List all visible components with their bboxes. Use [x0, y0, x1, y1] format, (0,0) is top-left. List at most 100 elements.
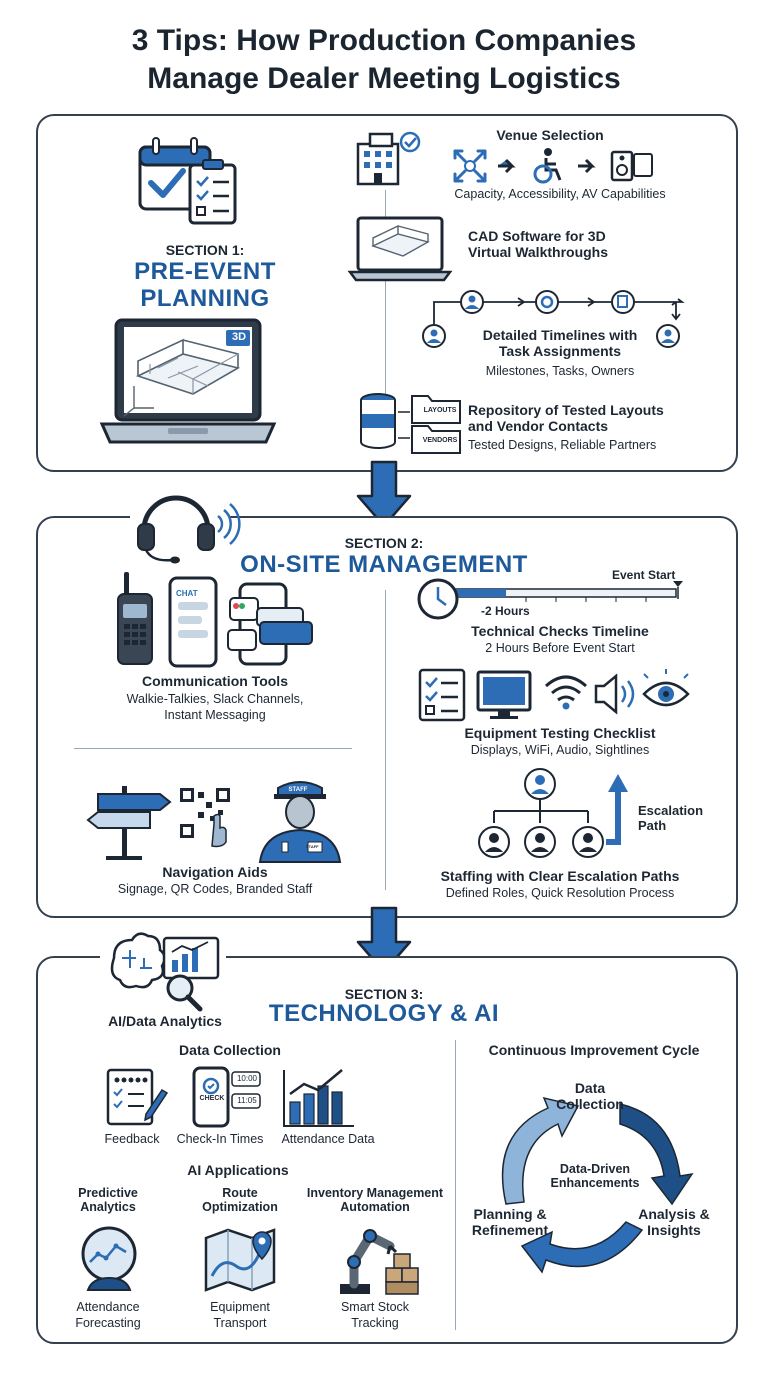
- predictive-sub-line-1: Attendance: [76, 1300, 140, 1314]
- equipment-heading: Equipment Testing Checklist: [464, 725, 656, 741]
- escalation-label: Escalation Path: [638, 803, 703, 833]
- escalation-label-line-1: Escalation: [638, 803, 704, 818]
- repository-heading-line-1: Repository of Tested Layouts: [468, 402, 664, 418]
- communication-sub-line-1: Walkie-Talkies, Slack Channels,: [126, 692, 304, 706]
- building-icon: [356, 131, 421, 186]
- section-2-divider: [385, 590, 386, 890]
- check-in-time-2: 11:05: [237, 1096, 257, 1105]
- cycle-right-line-2: Insights: [647, 1222, 701, 1238]
- communication-heading: Communication Tools: [142, 673, 288, 689]
- timelines-heading-line-1: Detailed Timelines with: [482, 327, 638, 343]
- route-map-icon: [204, 1228, 276, 1292]
- ai-applications-heading: AI Applications: [187, 1162, 289, 1178]
- route-title-line-1: Route: [222, 1186, 258, 1200]
- cycle-top-line-2: Collection: [556, 1096, 624, 1112]
- section-3-divider: [455, 1040, 456, 1330]
- cad-laptop-icon: [347, 216, 453, 282]
- attendance-data-label: Attendance Data: [281, 1132, 375, 1146]
- venue-selection-sub: Capacity, Accessibility, AV Capabilities: [454, 187, 666, 201]
- timelines-sub: Milestones, Tasks, Owners: [485, 364, 635, 378]
- page-title: 3 Tips: How Production Companies Manage …: [0, 22, 768, 98]
- equipment-icons: [418, 668, 690, 722]
- ai-analytics-icon: [100, 928, 226, 1012]
- data-collection-icons: [106, 1066, 354, 1128]
- route-sub-line-2: Transport: [213, 1316, 267, 1330]
- timeline-bar: [417, 578, 683, 620]
- staffing-org-icon: [478, 768, 628, 858]
- cycle-center-line-2: Enhancements: [550, 1176, 640, 1190]
- check-in-time-1: 10:00: [236, 1074, 258, 1083]
- predictive-title: Predictive Analytics: [58, 1186, 158, 1214]
- calendar-icon: [138, 137, 237, 225]
- title-line-2: Manage Dealer Meeting Logistics: [147, 62, 621, 95]
- predictive-title-line-2: Analytics: [80, 1200, 136, 1214]
- section-3-title: TECHNOLOGY & AI: [268, 1000, 500, 1027]
- cycle-left-label: Planning & Refinement: [460, 1206, 560, 1238]
- inventory-sub-line-2: Tracking: [351, 1316, 399, 1330]
- inventory-title-line-2: Automation: [340, 1200, 410, 1214]
- navigation-heading: Navigation Aids: [162, 864, 268, 880]
- shirt-staff-label: STAFF: [306, 844, 319, 849]
- cycle-center-line-1: Data-Driven: [559, 1162, 631, 1176]
- route-sub-line-1: Equipment: [210, 1300, 270, 1314]
- cycle-right-label: Analysis & Insights: [624, 1206, 724, 1238]
- communication-sub-line-2: Instant Messaging: [164, 708, 266, 722]
- cycle-center-label: Data-Driven Enhancements: [530, 1162, 660, 1190]
- feedback-label: Feedback: [104, 1132, 160, 1146]
- repository-sub: Tested Designs, Reliable Partners: [468, 438, 657, 452]
- folder-layouts-label: LAYOUTS: [423, 407, 457, 414]
- section-3-label: SECTION 3:: [344, 986, 424, 1002]
- cad-heading-line-1: CAD Software for 3D: [468, 228, 606, 244]
- route-title-line-2: Optimization: [202, 1200, 278, 1214]
- venue-selection-heading: Venue Selection: [496, 127, 604, 143]
- inventory-sub: Smart Stock Tracking: [320, 1299, 430, 1331]
- section-1-label: SECTION 1:: [165, 242, 245, 258]
- route-sub: Equipment Transport: [190, 1299, 290, 1331]
- cad-heading-line-2: Virtual Walkthroughs: [468, 244, 609, 260]
- communication-sub: Walkie-Talkies, Slack Channels, Instant …: [70, 691, 360, 723]
- cycle-right-line-1: Analysis &: [638, 1206, 710, 1222]
- venue-flow-icons: [453, 148, 653, 184]
- inventory-title: Inventory Management Automation: [298, 1186, 452, 1214]
- section-2-title: ON-SITE MANAGEMENT: [240, 551, 528, 578]
- predictive-sub: Attendance Forecasting: [58, 1299, 158, 1331]
- section-2-panel: [36, 516, 738, 918]
- route-title: Route Optimization: [190, 1186, 290, 1214]
- section-2-label: SECTION 2:: [344, 535, 424, 551]
- cad-heading: CAD Software for 3D Virtual Walkthroughs: [468, 228, 668, 260]
- robot-arm-icon: [340, 1229, 419, 1295]
- phone-check-label: CHECK: [199, 1095, 225, 1102]
- check-in-label: Check-In Times: [176, 1132, 264, 1146]
- cycle-top-line-1: Data: [574, 1080, 606, 1096]
- inventory-title-line-1: Inventory Management: [306, 1186, 444, 1200]
- tech-checks-heading: Technical Checks Timeline: [471, 623, 649, 639]
- staffing-sub: Defined Roles, Quick Resolution Process: [445, 886, 675, 900]
- staffing-heading: Staffing with Clear Escalation Paths: [440, 868, 680, 884]
- navigation-aids-icon: [86, 781, 342, 863]
- folder-vendors-label: VENDORS: [422, 437, 458, 444]
- timelines-heading: Detailed Timelines with Task Assignments: [450, 327, 670, 359]
- repository-heading: Repository of Tested Layouts and Vendor …: [468, 402, 708, 434]
- laptop-3d-badge: 3D: [231, 331, 247, 343]
- cycle-top-label: Data Collection: [540, 1080, 640, 1112]
- phone-chat-label: CHAT: [176, 589, 198, 598]
- navigation-sub: Signage, QR Codes, Branded Staff: [117, 882, 313, 896]
- section-1-title-line-1: PRE-EVENT: [134, 258, 276, 285]
- title-line-1: 3 Tips: How Production Companies: [131, 24, 637, 57]
- inventory-sub-line-1: Smart Stock: [340, 1300, 410, 1314]
- ai-analytics-label: AI/Data Analytics: [108, 1013, 222, 1029]
- communication-devices-icon: [117, 572, 313, 668]
- improvement-cycle-arrows: [501, 1096, 694, 1274]
- timeline-marker-label: -2 Hours: [481, 604, 530, 618]
- repository-heading-line-2: and Vendor Contacts: [468, 418, 609, 434]
- predictive-sub-line-2: Forecasting: [75, 1316, 141, 1330]
- event-start-label: Event Start: [612, 568, 676, 582]
- cycle-heading: Continuous Improvement Cycle: [488, 1042, 700, 1058]
- database-folders-icon: [360, 393, 461, 454]
- tech-checks-sub: 2 Hours Before Event Start: [485, 641, 635, 655]
- cap-staff-label: STAFF: [288, 787, 308, 793]
- down-arrow-1: [356, 460, 412, 528]
- laptop-3d-icon: [99, 318, 277, 444]
- escalation-label-line-2: Path: [638, 818, 667, 833]
- section-2-left-divider: [74, 748, 352, 749]
